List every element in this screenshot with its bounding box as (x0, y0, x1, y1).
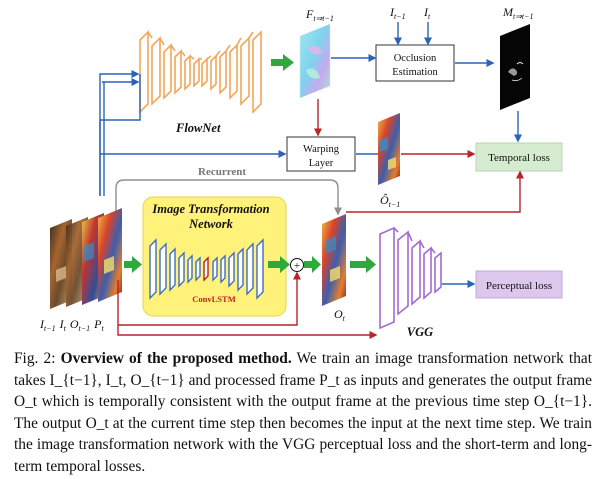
flow-output-arrow (271, 54, 294, 71)
convlstm-block (203, 256, 209, 282)
input-frames-stack (50, 208, 122, 309)
output-frame-image (322, 214, 346, 306)
input-to-flownet-path (99, 74, 141, 196)
arrow-output-temporal (346, 170, 524, 213)
optical-flow-image (299, 23, 331, 99)
flownet-network (139, 30, 262, 114)
caption-body: We train an image transformation network… (14, 350, 592, 475)
perceptual-loss-box (475, 270, 563, 299)
warped-frame-image (378, 113, 400, 185)
flow-label: Ft⇒t−1 (305, 7, 334, 23)
recurrent-loop (115, 179, 342, 238)
itn-network (149, 238, 264, 300)
perceptual-loss-label: Perceptual loss (486, 280, 552, 292)
caption-title: Overview of the proposed method. (60, 350, 292, 367)
temporal-loss-box (475, 142, 563, 172)
output-frame-label: Ot (334, 307, 346, 323)
warping-label-2: Layer (309, 158, 334, 169)
warped-frame-label: Ôt−1 (380, 193, 400, 209)
occlusion-label-1: Occlusion (394, 53, 437, 64)
figure-caption: Fig. 2: Overview of the proposed method.… (14, 348, 592, 478)
output-to-vgg-arrow (350, 256, 376, 273)
itn-label-1: Image Transformation (151, 202, 269, 216)
vgg-network (379, 226, 442, 330)
itn-label-2: Network (188, 217, 234, 231)
method-diagram: FlowNet Ft⇒t−1 Occlusion Estimation It−1… (39, 5, 563, 339)
temporal-loss-label: Temporal loss (488, 152, 550, 164)
caption-prefix: Fig. 2: (14, 350, 61, 367)
mask-label: Mt⇒t−1 (502, 5, 534, 21)
occlusion-estimation-box (375, 44, 455, 82)
itn-to-plus-arrow (268, 256, 290, 273)
arrow-input-vgg (117, 325, 378, 339)
recurrent-label: Recurrent (198, 166, 246, 178)
plus-to-output-arrow (304, 256, 321, 273)
input-to-flownet-arrow (99, 70, 140, 196)
warping-label-1: Warping (303, 144, 340, 155)
input-prev-label: It−1 (389, 5, 406, 21)
occlusion-mask-image (500, 24, 530, 110)
flownet-label: FlowNet (175, 121, 221, 135)
convlstm-label: ConvLSTM (192, 294, 235, 304)
input-to-itn-arrow (124, 256, 142, 273)
skip-connection (117, 271, 301, 326)
warping-layer-box (286, 136, 356, 172)
input-cur-label: It (423, 5, 431, 21)
occlusion-label-2: Estimation (392, 67, 438, 78)
vgg-label: VGG (407, 325, 433, 339)
sum-symbol: + (294, 260, 300, 272)
